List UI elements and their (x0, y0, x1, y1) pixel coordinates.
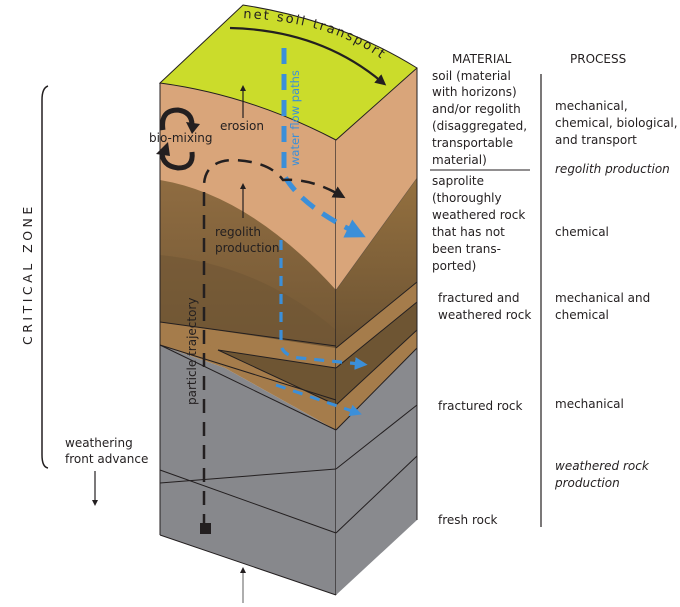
particle-trajectory-label: particle trajectory (185, 298, 199, 405)
svg-text:and/or regolith: and/or regolith (432, 102, 521, 116)
svg-text:weathered rock: weathered rock (555, 459, 650, 473)
net-soil-transport-arrow (229, 26, 387, 86)
land-surface (158, 4, 418, 141)
process-weathered-rock-production: weathered rock production (554, 459, 650, 490)
svg-text:chemical: chemical (555, 308, 609, 322)
weathering-front-label-2: front advance (65, 452, 148, 466)
bio-mixing-icon (156, 107, 200, 171)
critical-zone-label: CRITICAL ZONE (20, 203, 35, 345)
svg-text:(thoroughly: (thoroughly (432, 191, 502, 205)
svg-text:and transport: and transport (555, 133, 637, 147)
process-soil: mechanical, chemical, biological, and tr… (555, 99, 678, 147)
svg-text:soil (material: soil (material (432, 69, 511, 83)
material-fractured-rock: fractured rock (438, 399, 523, 413)
svg-text:fractured and: fractured and (438, 291, 519, 305)
particle-start-marker (200, 523, 211, 534)
process-fractured-rock: mechanical (555, 397, 624, 411)
material-saprolite: saprolite (thoroughly weathered rock tha… (432, 174, 525, 273)
svg-text:chemical, biological,: chemical, biological, (555, 116, 678, 130)
bio-mixing-label: bio-mixing (149, 131, 213, 145)
soil-layer-front (160, 83, 336, 290)
block-side-face (335, 68, 418, 595)
svg-text:(disaggregated,: (disaggregated, (432, 119, 527, 133)
weathered-wedge (160, 322, 336, 430)
svg-text:production: production (554, 476, 620, 490)
material-header: MATERIAL (452, 52, 512, 66)
water-flow-paths-label: water flow paths (288, 70, 302, 166)
weathered-dark-side (336, 302, 417, 405)
regolith-production-label-2: production (215, 241, 279, 255)
svg-text:weathered rock: weathered rock (438, 308, 531, 322)
material-fractured-weathered: fractured and weathered rock (438, 291, 531, 322)
svg-text:transportable: transportable (432, 136, 513, 150)
material-fresh-rock: fresh rock (438, 513, 498, 527)
svg-text:been trans-: been trans- (432, 242, 501, 256)
particle-trajectory-path (202, 158, 346, 528)
water-flow-main (281, 48, 366, 238)
process-regolith-production: regolith production (555, 162, 670, 176)
svg-text:mechanical,: mechanical, (555, 99, 628, 113)
svg-text:with horizons): with horizons) (432, 85, 517, 99)
svg-text:saprolite: saprolite (432, 174, 484, 188)
weathering-front-label-1: weathering (65, 436, 133, 450)
regolith-production-label-1: regolith (215, 225, 261, 239)
critical-zone-bracket (41, 85, 49, 469)
saprolite-layer-side (336, 178, 417, 348)
water-flow-paths (275, 48, 368, 417)
svg-text:mechanical and: mechanical and (555, 291, 650, 305)
weathered-band-side-1 (336, 282, 417, 368)
erosion-label: erosion (220, 119, 264, 133)
svg-text:that has not: that has not (432, 225, 505, 239)
water-flow-mid (279, 240, 368, 370)
svg-text:material): material) (432, 153, 487, 167)
svg-text:weathered rock: weathered rock (432, 208, 525, 222)
process-fractured-weathered: mechanical and chemical (555, 291, 650, 322)
process-saprolite: chemical (555, 225, 609, 239)
process-header: PROCESS (570, 52, 626, 66)
material-soil: soil (material with horizons) and/or reg… (432, 69, 527, 167)
svg-text:ported): ported) (432, 259, 476, 273)
water-flow-lower (275, 383, 362, 417)
